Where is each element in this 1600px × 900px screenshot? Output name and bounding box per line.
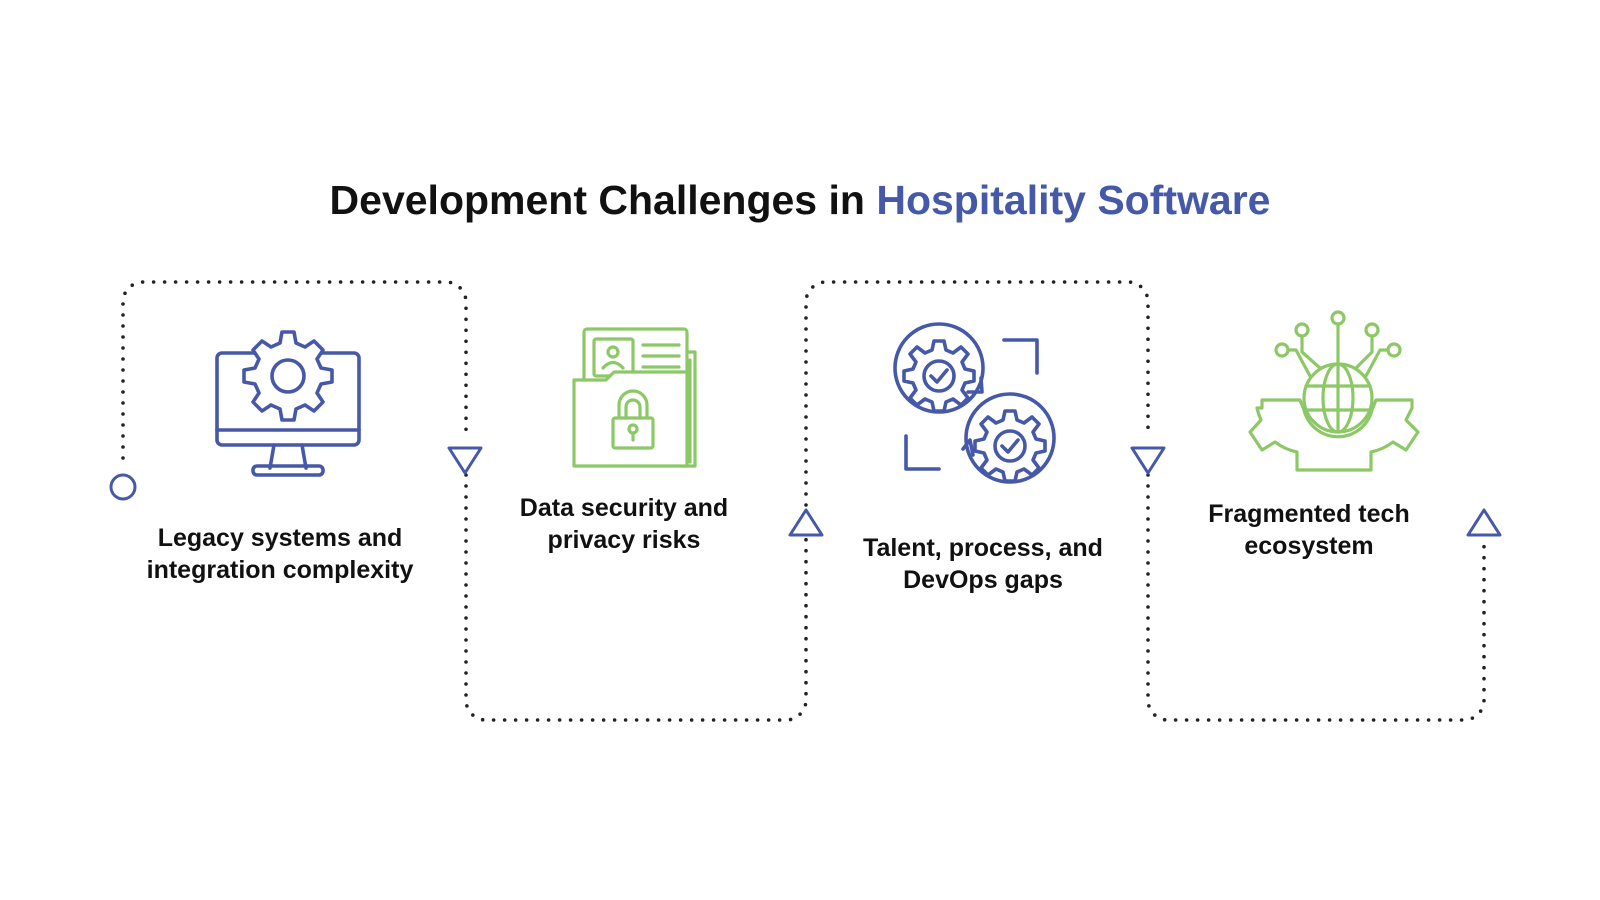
up-triangle-marker-2 [1466,508,1502,537]
path-segment-2 [464,473,808,722]
path-segment-1 [121,280,468,460]
title-prefix: Development Challenges in [329,177,865,224]
start-circle-marker [109,473,137,501]
monitor-gear-icon [215,330,361,477]
globe-network-gear-icon [1248,310,1420,472]
path-segment-4 [1146,473,1486,722]
down-triangle-marker-1 [447,446,483,475]
gear-cycle-icon [893,322,1056,484]
step-label-legacy-systems: Legacy systems and integration complexit… [146,524,414,584]
locked-folder-icon [572,327,697,468]
title-highlight: Hospitality Software [876,177,1271,224]
step-label-fragmented-tech: Fragmented tech ecosystem [1208,500,1410,560]
page-title: Development Challenges in Hospitality So… [0,177,1600,224]
up-triangle-marker-1 [788,508,824,537]
down-triangle-marker-2 [1130,446,1166,475]
step-label-talent-devops: Talent, process, and DevOps gaps [863,534,1103,594]
path-segment-3 [804,280,1150,507]
step-label-data-security: Data security and privacy risks [519,494,729,554]
